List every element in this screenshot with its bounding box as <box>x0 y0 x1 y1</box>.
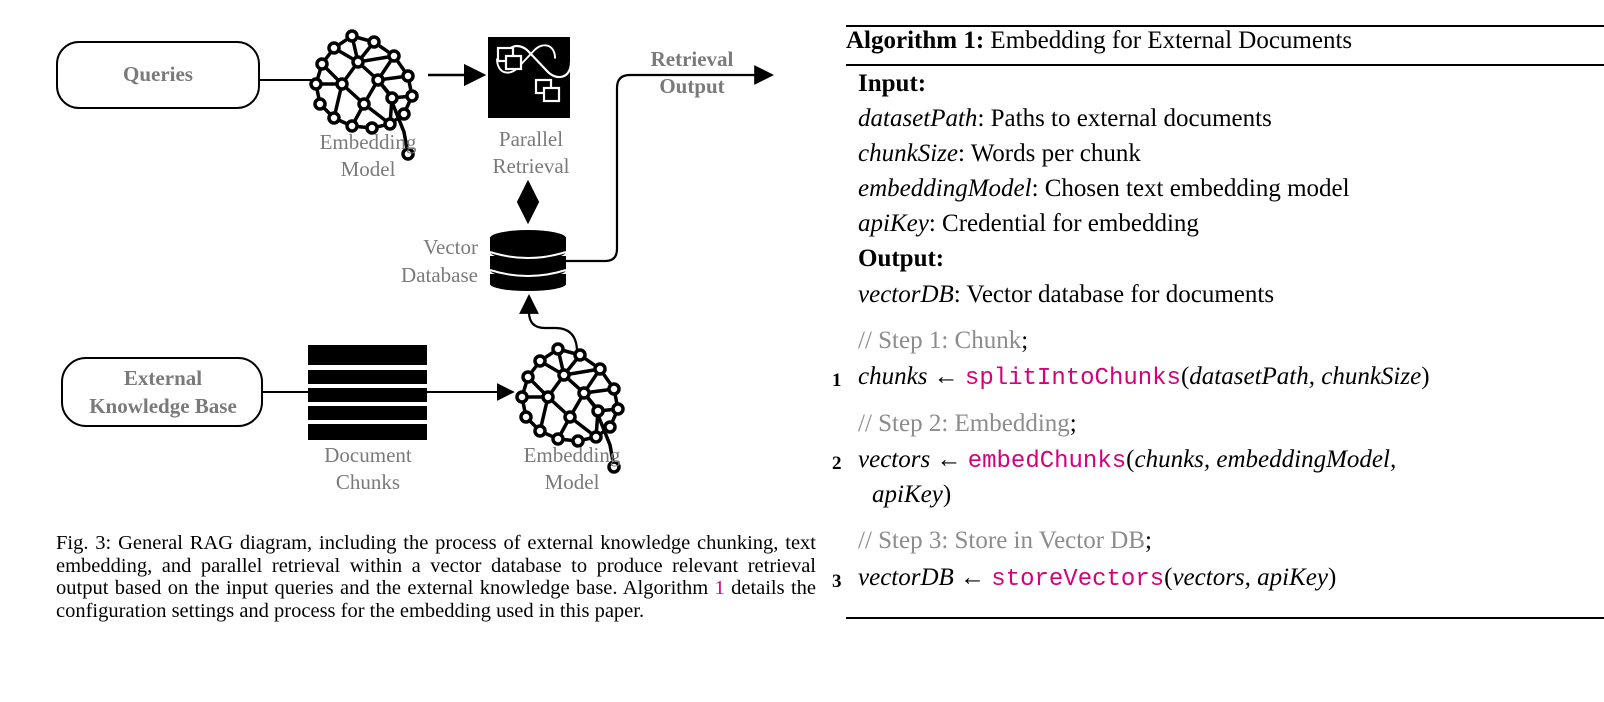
caption-algorithm-link[interactable]: 1 <box>714 577 725 599</box>
vector-database-icon <box>489 230 567 291</box>
vector-database-label-1: Vector <box>423 235 478 259</box>
step-2-line: vectors ← embedChunks(chunks, embeddingM… <box>858 446 1397 475</box>
step-2-line-cont: apiKey) <box>872 481 952 508</box>
embedding-model-bottom-label-1: Embedding <box>524 443 621 467</box>
input-dataset-path: datasetPath: Paths to external documents <box>858 105 1272 132</box>
line-number-1: 1 <box>832 370 842 391</box>
step-1-line: chunks ← splitIntoChunks(datasetPath, ch… <box>858 363 1430 392</box>
algorithm-box: Algorithm 1: Embedding for External Docu… <box>832 25 1604 635</box>
retrieval-output-label-1: Retrieval <box>651 47 734 71</box>
step-3-line: vectorDB ← storeVectors(vectors, apiKey) <box>858 564 1337 593</box>
document-chunks-label-1: Document <box>324 443 412 467</box>
vector-database-label-2: Database <box>401 263 478 287</box>
external-kb-label-1: External <box>124 366 202 390</box>
caption-text: Fig. 3: General RAG diagram, including t… <box>56 532 816 599</box>
comment-step-3: // Step 3: Store in Vector DB; <box>858 527 1152 554</box>
parallel-retrieval-label-2: Retrieval <box>493 154 570 178</box>
output-heading: Output: <box>858 245 945 272</box>
retrieval-output-label-2: Output <box>659 74 724 98</box>
output-vector-db: vectorDB: Vector database for documents <box>858 281 1275 308</box>
title-rule <box>846 64 1604 66</box>
comment-step-1: // Step 1: Chunk; <box>858 327 1029 354</box>
algorithm-title: Algorithm 1: Embedding for External Docu… <box>846 27 1353 54</box>
input-chunk-size: chunkSize: Words per chunk <box>858 140 1141 167</box>
external-kb-label-2: Knowledge Base <box>89 394 237 418</box>
input-api-key: apiKey: Credential for embedding <box>858 210 1199 237</box>
caption-text-end: details the configuration settings and p… <box>56 577 816 622</box>
embedding-model-bottom-label-2: Model <box>545 470 600 494</box>
figure-caption: Fig. 3: General RAG diagram, including t… <box>56 532 816 622</box>
queries-box <box>56 41 260 109</box>
rag-diagram: Queries Embedding Model Parallel Retriev… <box>56 29 774 494</box>
line-number-3: 3 <box>832 571 842 592</box>
input-embedding-model: embeddingModel: Chosen text embedding mo… <box>858 175 1350 202</box>
embed-to-database-arrow <box>519 294 579 353</box>
retrieval-output-arrow <box>566 65 774 263</box>
top-rule <box>846 25 1604 27</box>
bottom-rule <box>846 617 1604 619</box>
queries-label: Queries <box>123 62 193 86</box>
parallel-retrieval-label-1: Parallel <box>499 127 563 151</box>
embedding-model-top-label-2: Model <box>341 157 396 181</box>
embedding-model-top-label-1: Embedding <box>320 130 417 154</box>
comment-step-2: // Step 2: Embedding; <box>858 410 1077 437</box>
document-chunks-label-2: Chunks <box>336 470 400 494</box>
line-number-2: 2 <box>832 453 842 474</box>
input-heading: Input: <box>858 70 927 97</box>
